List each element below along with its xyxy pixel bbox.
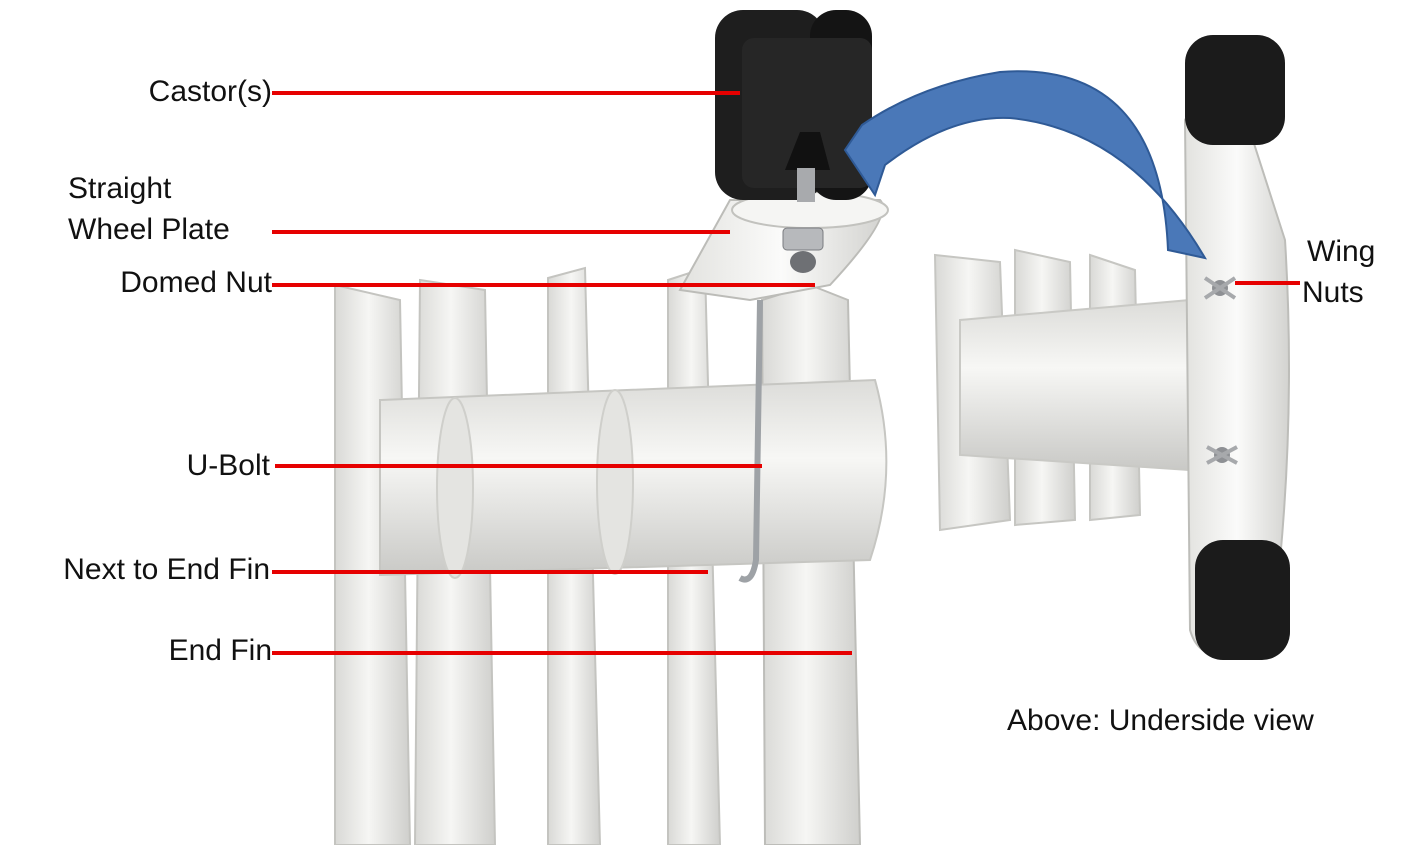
domed-nut-cap	[790, 251, 816, 273]
barrel-ring	[596, 389, 634, 575]
label-wing: Wing	[1307, 235, 1376, 268]
domed-nut	[782, 227, 824, 251]
underside-view-photo	[933, 35, 1290, 660]
label-domed-nut: Domed Nut	[120, 266, 272, 299]
curved-arrow	[843, 70, 1208, 260]
underside-castor-bottom	[1195, 540, 1290, 660]
underside-castor-top	[1185, 35, 1285, 145]
castor	[715, 10, 872, 202]
barrel-ring	[436, 397, 474, 579]
label-castors: Castor(s)	[148, 75, 272, 108]
leader-lines	[272, 91, 1300, 655]
label-end-fin: End Fin	[168, 634, 272, 667]
label-straight: Straight	[68, 172, 172, 205]
label-nuts: Nuts	[1302, 276, 1364, 309]
wing-nut	[1203, 276, 1237, 300]
label-wheel-plate: Wheel Plate	[68, 213, 230, 246]
u-bolt	[738, 299, 763, 583]
end-fin	[760, 283, 862, 845]
wing-nut	[1206, 445, 1238, 465]
label-u-bolt: U-Bolt	[186, 449, 270, 482]
underside-barrel	[959, 298, 1191, 472]
caption-underside-view: Above: Underside view	[1007, 704, 1314, 737]
radiator-main	[334, 10, 889, 845]
label-next-to-end-fin: Next to End Fin	[63, 553, 270, 586]
